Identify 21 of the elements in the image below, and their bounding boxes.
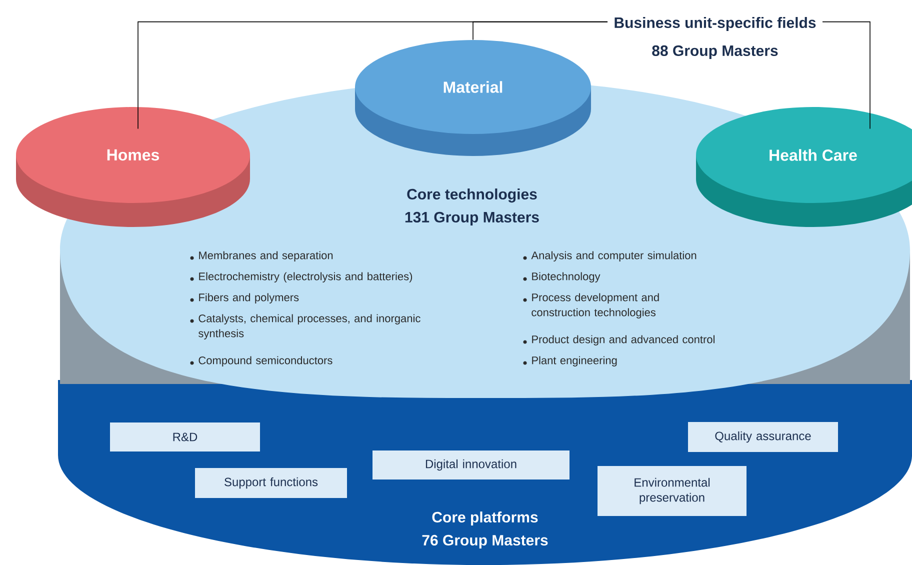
function-box: Environmental preservation <box>598 466 746 516</box>
business-disc: Health Care <box>696 107 912 227</box>
bullet-item: Electrochemistry (electrolysis and batteries) <box>190 272 412 282</box>
bullet-item: Fibers and polymers <box>190 293 299 304</box>
bullet-item: Catalysts, chemical processes, and inorganic synthesis <box>190 314 420 340</box>
heading-label: Business unit-specific fields 88 Group Masters <box>614 17 816 59</box>
bullet-item: Compound semiconductors <box>190 356 332 366</box>
function-box: Support functions <box>195 468 347 498</box>
leader-line <box>472 21 608 40</box>
leader-line <box>822 21 870 130</box>
bullet-item: Plant engineering <box>523 356 617 366</box>
bullet-item: Process development and construction technologies <box>523 293 659 318</box>
business-disc: Material <box>355 40 591 156</box>
bullet-item: Product design and advanced control <box>523 335 714 346</box>
business-disc: Homes <box>16 107 250 227</box>
function-box: Quality assurance <box>688 422 838 452</box>
function-box: Digital innovation <box>372 450 570 480</box>
function-box: R&D <box>110 422 260 452</box>
bullet-item: Analysis and computer simulation <box>523 251 696 262</box>
bullet-item: Biotechnology <box>523 272 600 282</box>
bullet-item: Membranes and separation <box>190 251 333 262</box>
